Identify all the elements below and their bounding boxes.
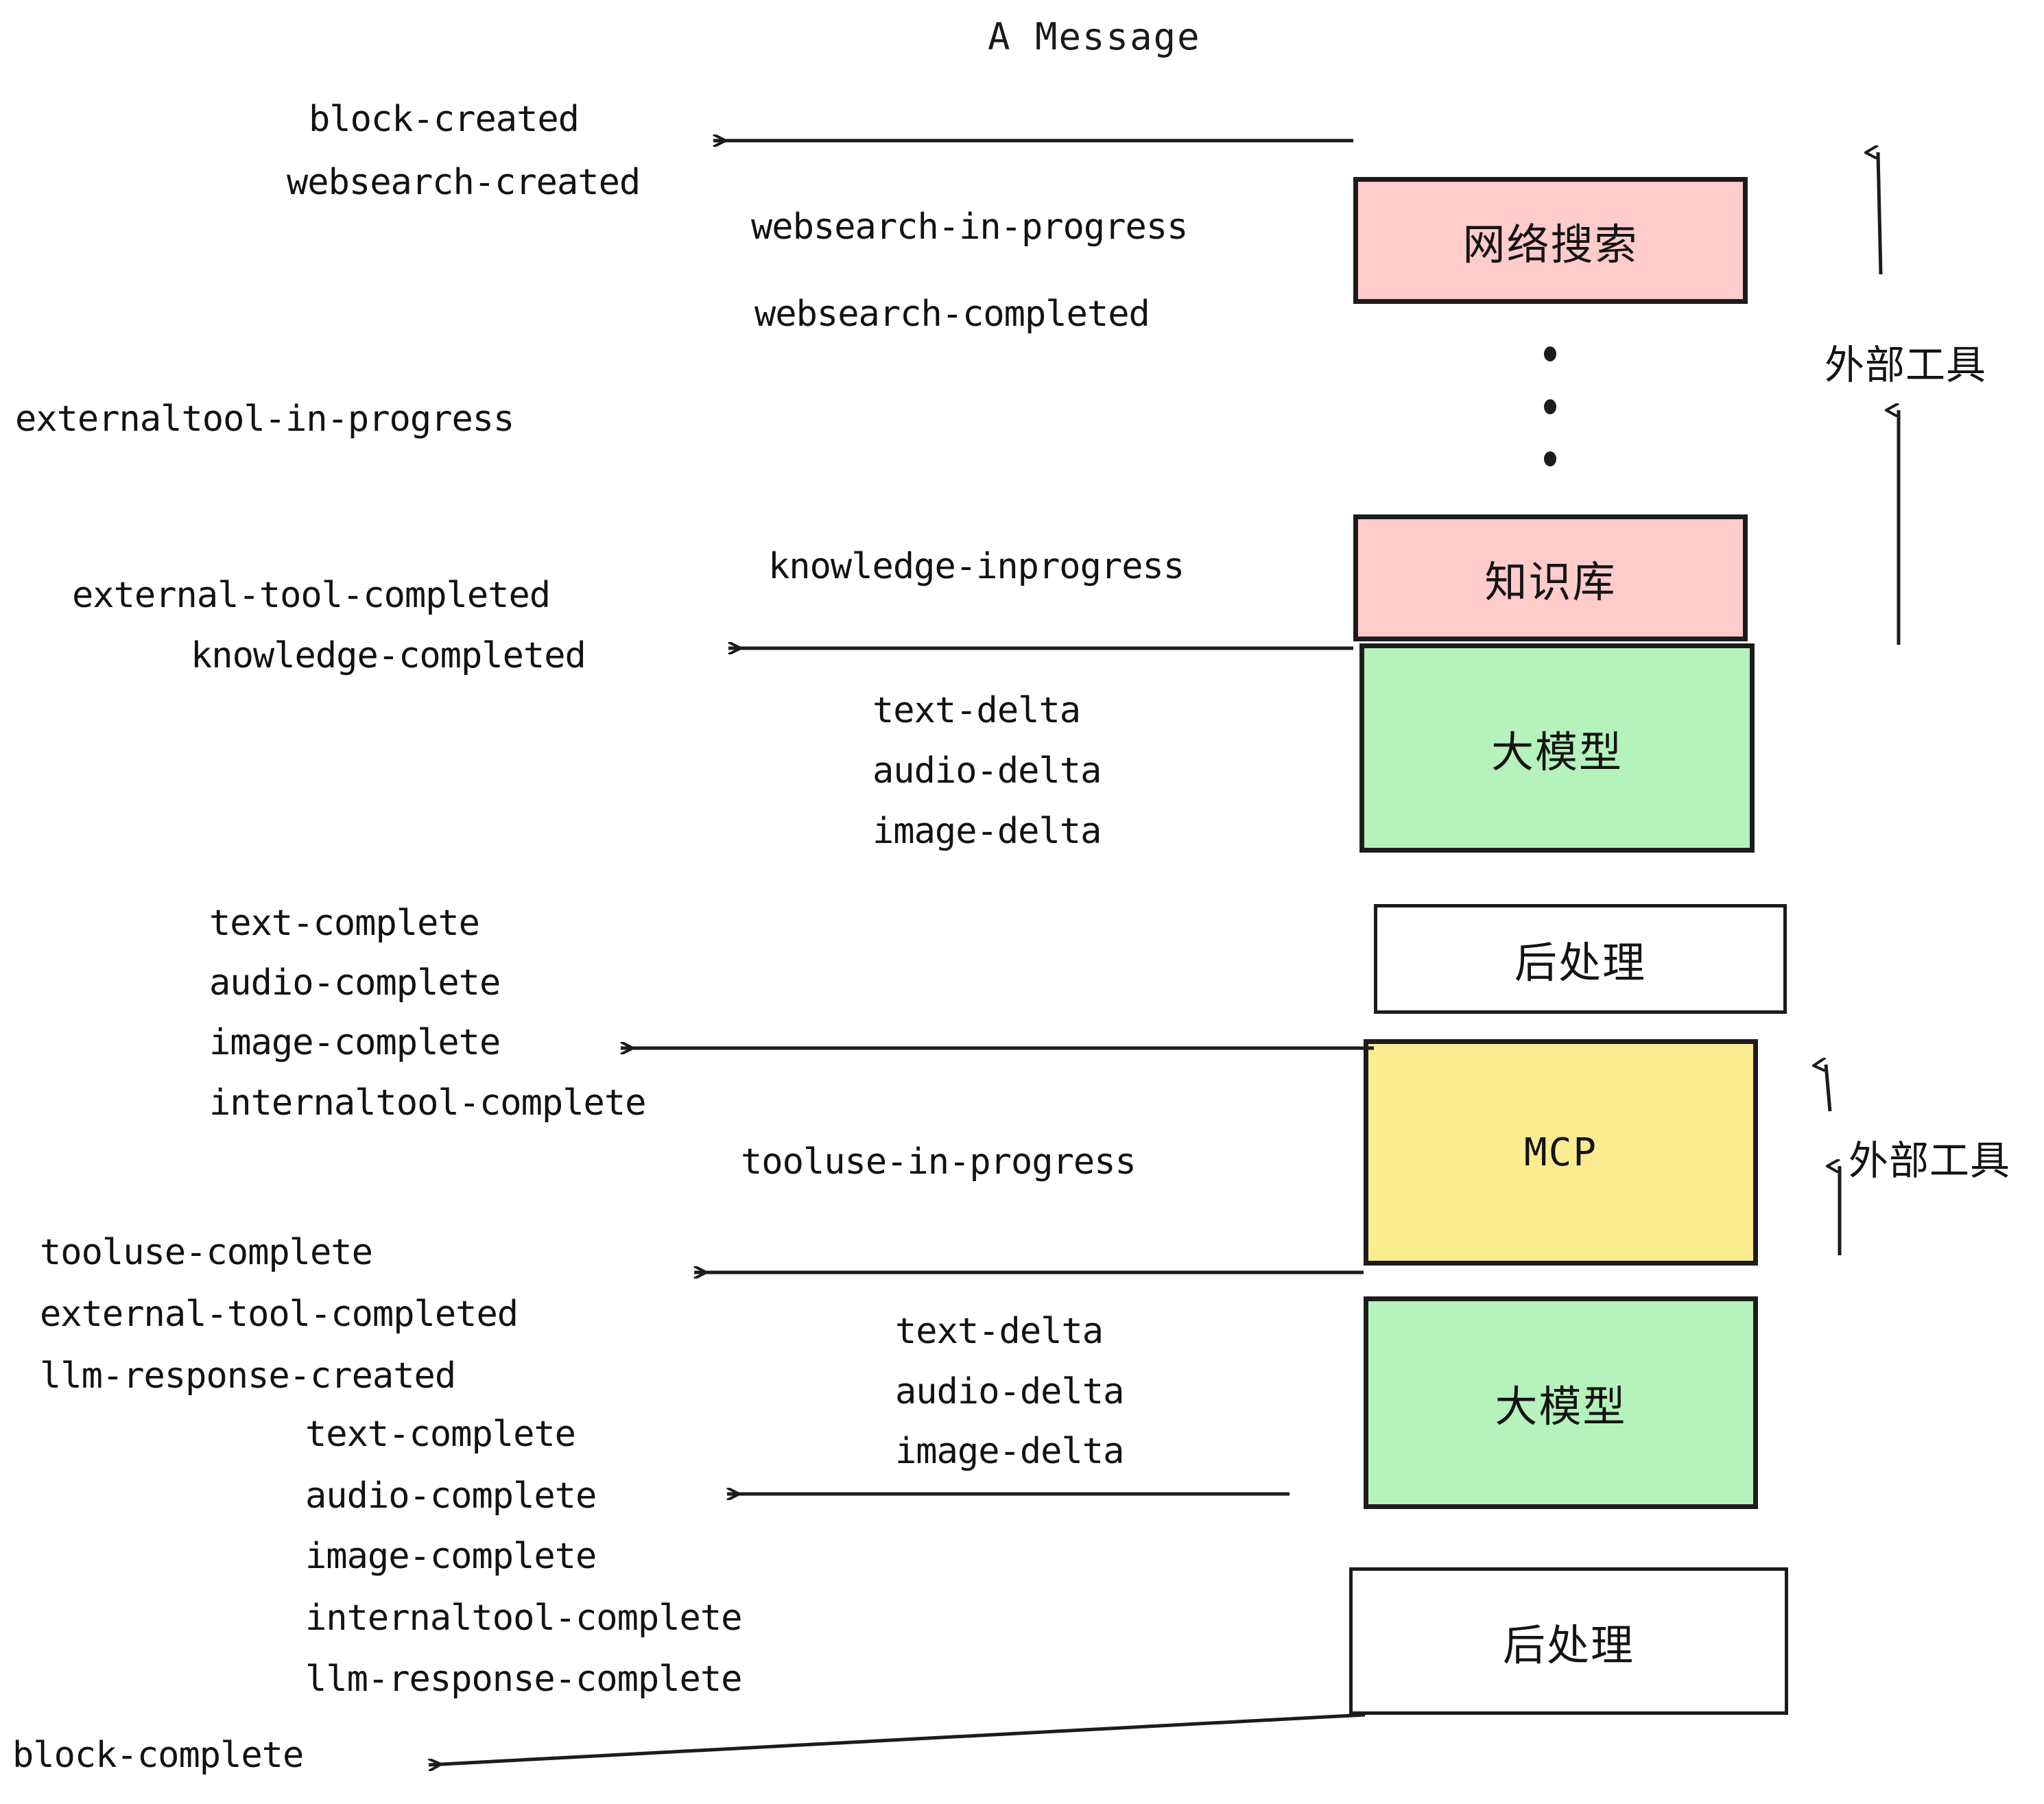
arrow-external-tools-top-up bbox=[1878, 152, 1883, 275]
side-label-external-tools-top: 外部工具 bbox=[1825, 342, 1987, 388]
diagram-title: A Message bbox=[988, 15, 1201, 58]
event-label-text-delta-2: text-delta bbox=[895, 1311, 1104, 1352]
vertical-ellipsis-icon bbox=[1542, 346, 1558, 466]
event-label-block-created: block-created bbox=[309, 99, 580, 140]
event-label-websearch-completed: websearch-completed bbox=[754, 294, 1150, 335]
event-label-audio-complete-1: audio-complete bbox=[209, 962, 501, 1004]
box-websearch-label: 网络搜索 bbox=[1462, 219, 1639, 270]
box-postprocess-bottom-label: 后处理 bbox=[1502, 1619, 1635, 1670]
event-label-audio-complete-2: audio-complete bbox=[305, 1475, 597, 1517]
arrow-postprocess-bottom-to-block-complete bbox=[429, 1713, 1366, 1765]
arrow-external-tools-bottom-up bbox=[1826, 1065, 1832, 1112]
event-label-tooluse-complete: tooluse-complete bbox=[40, 1232, 373, 1273]
event-label-knowledge-completed: knowledge-completed bbox=[191, 635, 586, 676]
event-label-knowledge-inprogress: knowledge-inprogress bbox=[768, 546, 1185, 587]
box-mcp[interactable]: MCP bbox=[1364, 1039, 1758, 1266]
event-label-image-complete-2: image-complete bbox=[305, 1536, 597, 1577]
event-label-internaltool-complete-2: internaltool-complete bbox=[305, 1598, 742, 1639]
box-llm-top[interactable]: 大模型 bbox=[1359, 643, 1755, 853]
side-label-external-tools-bottom: 外部工具 bbox=[1849, 1137, 2011, 1184]
event-label-image-complete-1: image-complete bbox=[209, 1022, 501, 1063]
box-postprocess-top-label: 后处理 bbox=[1514, 938, 1646, 988]
box-postprocess-bottom[interactable]: 后处理 bbox=[1349, 1567, 1788, 1715]
event-label-external-tool-completed-1: external-tool-completed bbox=[72, 575, 551, 616]
box-knowledge-label: 知识库 bbox=[1484, 556, 1617, 607]
event-label-text-complete-2: text-complete bbox=[305, 1414, 576, 1455]
event-label-external-tool-completed-2: external-tool-completed bbox=[40, 1294, 519, 1335]
event-label-image-delta-2: image-delta bbox=[895, 1431, 1124, 1472]
box-postprocess-top[interactable]: 后处理 bbox=[1374, 904, 1787, 1014]
event-label-audio-delta-2: audio-delta bbox=[895, 1371, 1124, 1412]
event-label-websearch-in-progress: websearch-in-progress bbox=[751, 206, 1188, 248]
event-label-text-complete-1: text-complete bbox=[209, 903, 480, 944]
event-label-internaltool-complete-1: internaltool-complete bbox=[209, 1082, 646, 1124]
box-llm-bottom[interactable]: 大模型 bbox=[1364, 1296, 1758, 1509]
event-label-audio-delta-1: audio-delta bbox=[872, 750, 1102, 792]
event-label-block-complete: block-complete bbox=[12, 1735, 304, 1776]
event-label-image-delta-1: image-delta bbox=[872, 811, 1102, 852]
event-label-websearch-created: websearch-created bbox=[287, 162, 641, 203]
event-label-tooluse-in-progress: tooluse-in-progress bbox=[741, 1141, 1137, 1183]
box-llm-bottom-label: 大模型 bbox=[1495, 1381, 1627, 1432]
event-label-text-delta-1: text-delta bbox=[872, 690, 1081, 731]
box-llm-top-label: 大模型 bbox=[1490, 726, 1623, 777]
box-websearch[interactable]: 网络搜索 bbox=[1353, 177, 1748, 304]
event-label-llm-response-created: llm-response-created bbox=[40, 1355, 456, 1397]
box-knowledge[interactable]: 知识库 bbox=[1353, 514, 1748, 641]
event-label-llm-response-complete: llm-response-complete bbox=[305, 1659, 742, 1700]
box-mcp-label: MCP bbox=[1523, 1130, 1598, 1175]
event-label-externaltool-in-progress: externaltool-in-progress bbox=[15, 399, 514, 440]
